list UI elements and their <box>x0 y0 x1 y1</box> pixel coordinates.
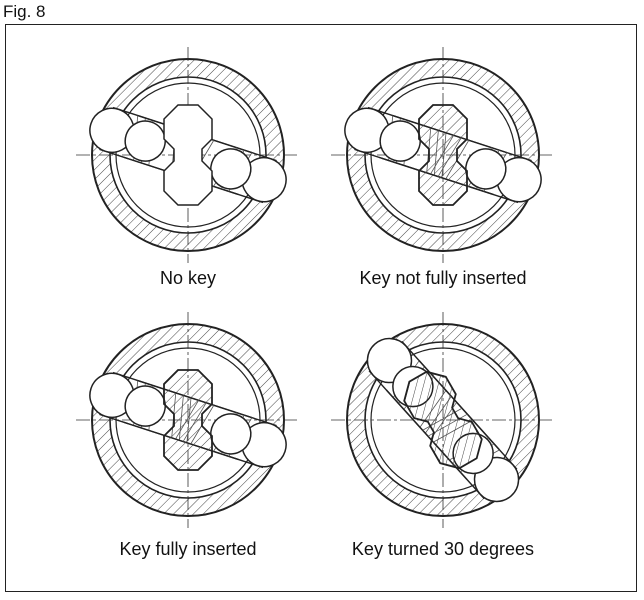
panel-no-key <box>76 47 300 263</box>
figure-label: Fig. 8 <box>3 2 46 21</box>
panel-key-turned <box>331 312 555 528</box>
figure-frame <box>5 24 637 592</box>
caption-no-key: No key <box>159 268 217 288</box>
caption-key-full: Key fully inserted <box>119 539 257 559</box>
caption-key-partial: Key not fully inserted <box>359 268 527 288</box>
panel-key-partial <box>331 47 555 263</box>
caption-key-turned: Key turned 30 degrees <box>351 539 535 559</box>
panel-key-full <box>76 312 300 528</box>
